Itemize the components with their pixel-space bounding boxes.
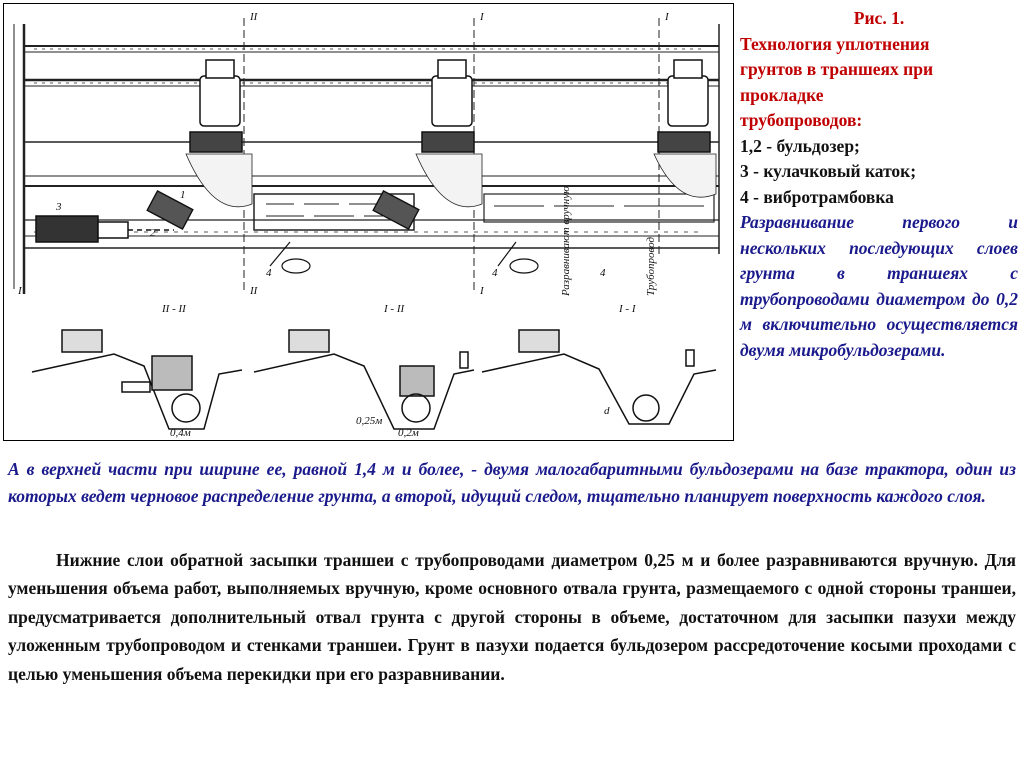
callout: 4 — [492, 267, 498, 279]
caption-heading-line: трубопроводов: — [740, 110, 863, 130]
callout: 2 — [150, 227, 156, 239]
caption-title: Рис. 1. — [853, 8, 905, 28]
callout: 1 — [180, 189, 186, 201]
section-title: I - I — [618, 303, 637, 315]
figure-caption: Рис. 1. Технология уплотнения грунтов в … — [740, 6, 1018, 444]
callout: 4 — [266, 267, 272, 279]
callouts: 1 2 3 4 4 4 — [55, 189, 606, 279]
notes: Разравнивают вручную Трубопровод — [560, 186, 657, 297]
dimension: d — [604, 405, 610, 417]
bulldozer-top-view — [189, 59, 711, 153]
figure-frame: II I I II I I — [3, 3, 734, 441]
section-marks: II I I II I I — [17, 11, 670, 297]
cross-sections: II - II 0,4м I - II 0,25м 0,2м I - I d — [31, 303, 717, 439]
section-title: II - II — [161, 303, 187, 315]
technology-drawing: II I I II I I — [13, 11, 720, 439]
section-mark: II — [249, 285, 259, 297]
callout: 4 — [600, 267, 606, 279]
section-mark: I — [479, 285, 485, 297]
bulldozer-oblique — [146, 189, 420, 231]
callout: 3 — [55, 201, 62, 213]
legend-item: 1,2 - бульдозер; — [740, 135, 860, 156]
vibrotamper — [269, 241, 539, 274]
legend-item: 3 - кулачковый каток; — [740, 161, 917, 181]
soil-patches — [185, 153, 717, 208]
caption-description: Разравнивание первого и нескольких после… — [740, 212, 1018, 360]
intro-paragraph: А в верхней части при ширине ее, равной … — [8, 459, 1016, 506]
note-pipeline: Трубопровод — [645, 237, 657, 296]
section-mark: I — [479, 11, 485, 23]
dimension: 0,2м — [398, 427, 419, 439]
roller — [35, 215, 174, 243]
plan-view — [13, 18, 720, 294]
dimension: 0,4м — [170, 427, 191, 439]
body-paragraph: Нижние слои обратной засыпки траншеи с т… — [8, 550, 1016, 684]
dimension: 0,25м — [356, 415, 382, 427]
section-mark: II — [249, 11, 259, 23]
caption-heading-line: прокладке — [740, 84, 824, 105]
note-manual: Разравнивают вручную — [560, 186, 572, 297]
caption-heading-line: грунтов в траншеях при — [740, 59, 934, 79]
legend-item: 4 - вибротрамбовка — [740, 186, 894, 207]
section-mark: I — [17, 285, 23, 297]
section-title: I - II — [383, 303, 405, 315]
section-mark: I — [664, 11, 670, 23]
caption-heading-line: Технология уплотнения — [740, 33, 930, 54]
